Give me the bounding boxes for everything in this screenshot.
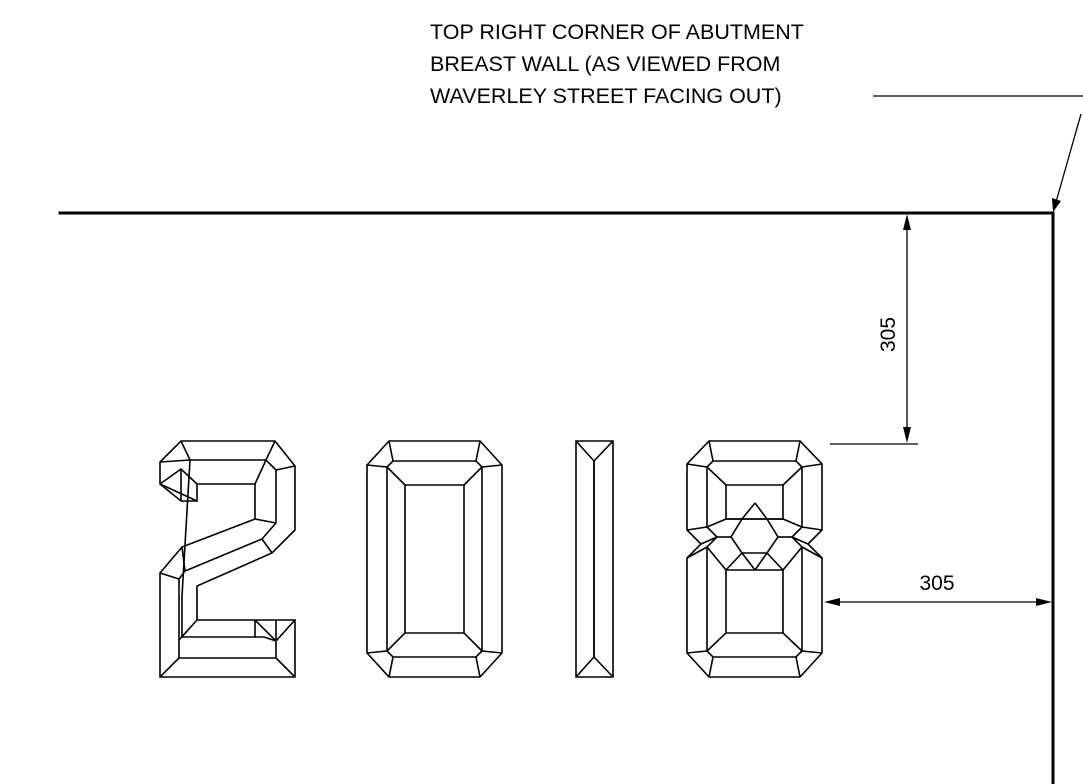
dimension-arrowhead-right-icon <box>1036 598 1052 606</box>
leader-arrowhead-icon <box>1052 198 1061 212</box>
dimension-arrowhead-down-icon <box>903 427 911 443</box>
callout-line-2: BREAST WALL (AS VIEWED FROM <box>430 52 780 76</box>
callout-leader <box>873 95 1083 212</box>
digit-1 <box>575 440 614 678</box>
vertical-dimension-label: 305 <box>877 317 900 352</box>
dimension-arrowhead-left-icon <box>824 598 840 606</box>
date-lettering <box>159 440 823 678</box>
callout-line-1: TOP RIGHT CORNER OF ABUTMENT <box>430 20 804 44</box>
horizontal-dimension: 305 <box>824 572 1052 606</box>
vertical-dimension: 305 <box>830 214 918 445</box>
digit-8 <box>686 440 823 678</box>
horizontal-dimension-label: 305 <box>919 572 954 595</box>
digit-2 <box>159 440 296 678</box>
abutment-wall-outline <box>58 211 1055 784</box>
callout-line-3: WAVERLEY STREET FACING OUT) <box>430 84 782 108</box>
callout-note: TOP RIGHT CORNER OF ABUTMENT BREAST WALL… <box>430 20 804 108</box>
dimension-arrowhead-up-icon <box>903 214 911 230</box>
digit-0 <box>366 440 503 678</box>
